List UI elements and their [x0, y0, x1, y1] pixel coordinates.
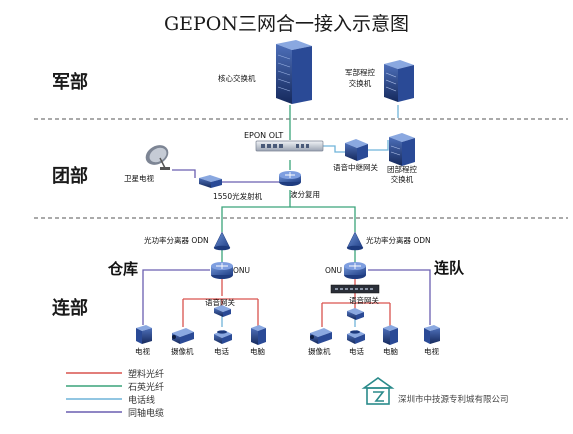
legend-label-plastic-fiber: 塑料光纤 [128, 370, 165, 380]
legend-label-quartz-fiber: 石英光纤 [128, 383, 165, 393]
page-title: GEPON三网合一接入示意图 [163, 13, 410, 35]
onu-right-icon [344, 262, 366, 279]
voice-trunk-gateway-icon [345, 139, 368, 161]
unit-label-squad: 连队 [434, 259, 465, 277]
label-voice-gateway-left: 语音网关 [205, 298, 235, 307]
label-army-pbx-line2: 交换机 [348, 79, 372, 88]
splitter-left-icon [213, 231, 231, 251]
phone-line-links [221, 105, 399, 327]
label-left-camera: 摄像机 [171, 347, 194, 356]
right-phone-icon [347, 330, 365, 344]
coax-links [142, 169, 431, 325]
label-left-pc: 电脑 [250, 347, 265, 356]
label-regiment-pbx-line1: 团部程控 [387, 165, 417, 174]
right-pc-icon [383, 325, 398, 345]
label-core-switch: 核心交换机 [218, 74, 256, 83]
label-epon-olt: EPON OLT [244, 131, 284, 140]
label-voice-trunk-gateway: 语音中继网关 [333, 163, 378, 172]
zone-label-company: 连部 [52, 298, 88, 319]
label-onu-right: ONU [325, 266, 343, 275]
label-voice-gateway-right: 语音网关 [349, 296, 379, 305]
plastic-fiber-links [182, 279, 391, 327]
left-camera-icon [172, 328, 194, 344]
label-satellite: 卫星电视 [124, 174, 154, 183]
label-onu-left: ONU [233, 266, 251, 275]
label-splitter-right: 光功率分离器 ODN [366, 236, 431, 245]
left-tv-icon [136, 325, 152, 344]
zone-label-army: 军部 [52, 72, 88, 93]
right-camera-icon [310, 328, 332, 344]
left-pc-icon [251, 325, 266, 345]
label-regiment-pbx-line2: 交换机 [390, 175, 414, 184]
label-right-tv: 电视 [424, 347, 439, 356]
legend-label-coax: 同轴电缆 [128, 409, 165, 419]
label-wdm: 波分复用 [290, 190, 320, 199]
label-right-camera: 摄像机 [308, 347, 331, 356]
epon-olt-icon [255, 140, 324, 152]
voice-gateway-right-icon [347, 308, 364, 320]
satellite-dish-icon [145, 145, 170, 170]
label-splitter-left: 光功率分离器 ODN [144, 236, 209, 245]
label-transmitter: 1550光发射机 [213, 192, 263, 201]
label-right-phone: 电话 [349, 347, 364, 356]
unit-label-storehouse: 仓库 [108, 260, 139, 278]
core-switch-icon [276, 40, 312, 104]
onu-left-icon [211, 262, 233, 279]
label-left-phone: 电话 [214, 347, 229, 356]
regiment-pbx-icon [389, 133, 415, 166]
zone-label-regiment: 团部 [52, 166, 88, 187]
right-tv-icon [424, 325, 440, 344]
legend-label-phone-line: 电话线 [128, 396, 156, 406]
legend-lines [66, 372, 122, 413]
quartz-fiber-links [221, 105, 356, 262]
voice-gateway-left-icon [214, 305, 231, 317]
army-pbx-icon [384, 60, 414, 102]
company-name: 深圳市中技源专利城有限公司 [398, 395, 509, 405]
transmitter-icon [199, 175, 222, 188]
company-logo-icon [361, 377, 395, 405]
wdm-icon [279, 171, 301, 186]
label-army-pbx-line1: 军部程控 [345, 68, 375, 77]
right-switch-icon [330, 284, 380, 294]
splitter-right-icon [346, 231, 364, 251]
left-phone-icon [214, 330, 232, 344]
label-right-pc: 电脑 [383, 347, 398, 356]
label-left-tv: 电视 [135, 347, 150, 356]
